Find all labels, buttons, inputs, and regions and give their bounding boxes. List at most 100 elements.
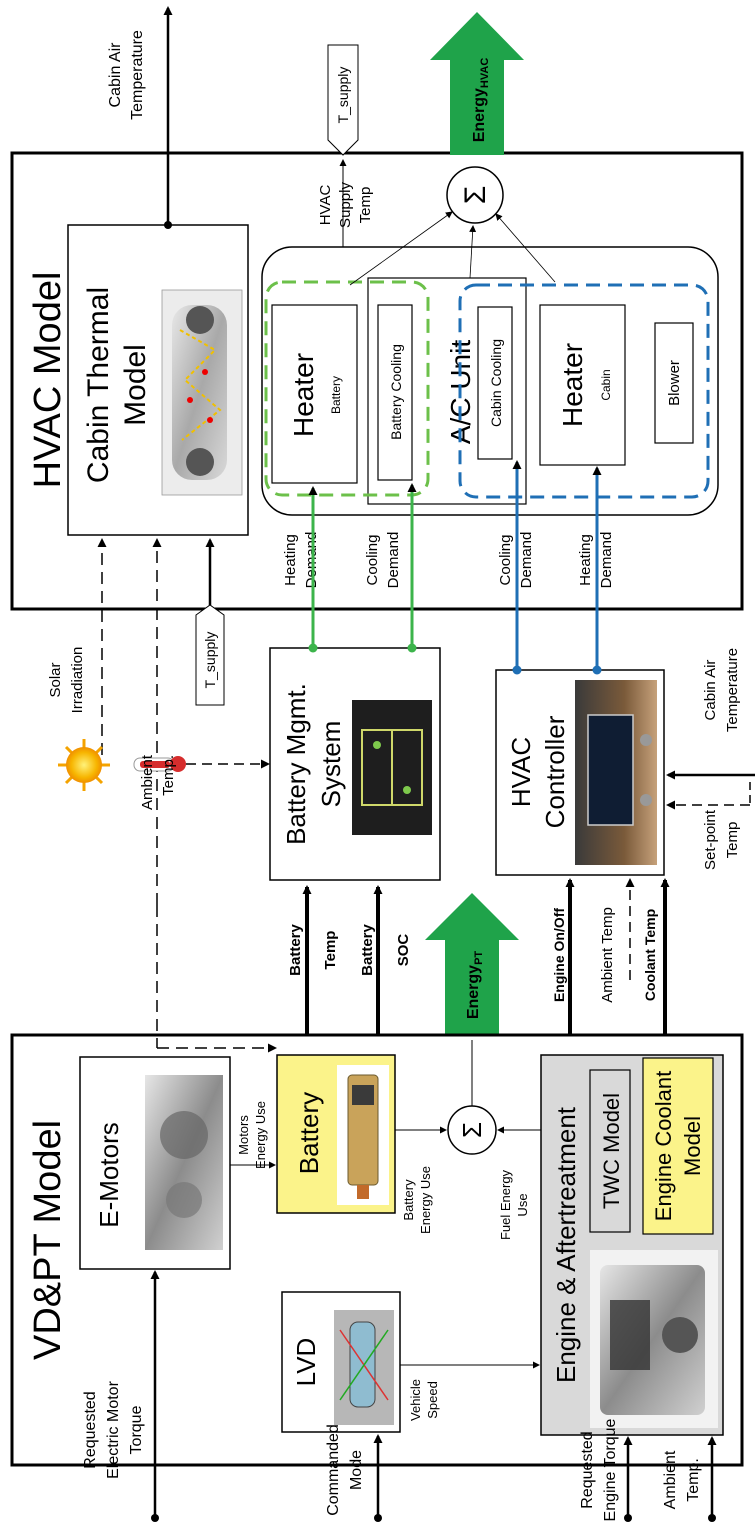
energy-pt-main: Energy xyxy=(465,965,482,1019)
twc-model-label: TWC Model xyxy=(599,1093,624,1209)
svg-text:Solar: Solar xyxy=(47,662,64,697)
bms-image xyxy=(352,700,432,835)
heater-cabin-sub: Cabin xyxy=(599,369,613,400)
svg-text:Electric Motor: Electric Motor xyxy=(105,1380,122,1478)
motors-energy-label: Motors Energy Use xyxy=(236,1101,268,1169)
battery-cooling[interactable]: Battery Cooling xyxy=(377,304,413,481)
heater-cabin[interactable]: Heater Cabin xyxy=(539,304,626,466)
engine-torque-label: Requested Engine Torque xyxy=(579,1418,619,1521)
cooling-demand-cabin-label: Cooling Demand xyxy=(497,532,535,589)
engine-coolant-title-1: Engine Coolant xyxy=(651,1071,676,1221)
engine-aftertreatment-box[interactable]: Engine & Aftertreatment TWC Model Engine… xyxy=(540,1054,724,1436)
svg-text:Motors: Motors xyxy=(236,1115,251,1155)
svg-text:Engine Torque: Engine Torque xyxy=(602,1418,619,1521)
svg-text:Temp.: Temp. xyxy=(160,755,177,796)
hvac-supply-temp-label: HVAC Supply Temp xyxy=(317,182,374,228)
e-motors-box[interactable]: E-Motors xyxy=(79,1056,231,1270)
svg-text:Battery: Battery xyxy=(401,1179,416,1221)
engine-coolant-title-2: Model xyxy=(680,1116,705,1176)
t-supply-tag-mid: T_supply xyxy=(195,604,225,706)
pt-sum-symbol: Σ xyxy=(457,1122,487,1138)
ambient-temp-mid-label: Ambient Temp. xyxy=(139,754,177,810)
svg-text:Mode: Mode xyxy=(348,1450,365,1490)
cabin-thermal-dashed xyxy=(458,283,710,499)
svg-text:T_supply: T_supply xyxy=(202,632,218,689)
hvac-controller[interactable]: HVAC Controller xyxy=(495,669,665,876)
energy-hvac-main: Energy xyxy=(471,88,488,142)
svg-text:Battery: Battery xyxy=(287,923,304,975)
svg-text:Requested: Requested xyxy=(82,1391,99,1468)
energy-pt-arrow: EnergyPT xyxy=(425,893,519,1035)
energy-hvac-sub: HVAC xyxy=(479,58,491,88)
svg-text:Heating: Heating xyxy=(282,534,299,586)
blower[interactable]: Blower xyxy=(654,322,694,444)
cabin-thermal-model[interactable]: Cabin Thermal Model xyxy=(67,224,249,536)
motor-torque-label: Requested Electric Motor Torque xyxy=(82,1380,145,1478)
svg-text:Temp.: Temp. xyxy=(685,1458,702,1502)
svg-text:Heating: Heating xyxy=(577,534,594,586)
svg-text:EnergyHVAC: EnergyHVAC xyxy=(471,58,491,143)
svg-text:Set-point: Set-point xyxy=(702,809,719,870)
svg-text:Ambient: Ambient xyxy=(139,754,156,810)
cabin-air-temp-top-label: Cabin Air Temperature xyxy=(107,30,146,120)
thermometer-icon xyxy=(133,756,186,772)
battery-label: Battery xyxy=(294,1092,324,1174)
svg-text:Cabin Air: Cabin Air xyxy=(702,660,719,721)
battery-thermal-dashed xyxy=(264,280,430,497)
svg-text:Cabin Air: Cabin Air xyxy=(107,42,124,108)
heater-to-sum-line xyxy=(349,211,453,286)
cabin-cooling[interactable]: Cabin Cooling xyxy=(477,306,513,460)
svg-text:Temperature: Temperature xyxy=(129,30,146,120)
cabin-air-temp-right-label: Cabin Air Temperature xyxy=(702,648,741,732)
setpoint-temp-label: Set-point Temp xyxy=(702,809,741,870)
lvd-label: LVD xyxy=(291,1338,321,1387)
energy-hvac-arrow: EnergyHVAC xyxy=(430,12,524,155)
ac-to-sum-line xyxy=(469,225,477,279)
hvac-model-title: HVAC Model xyxy=(27,272,69,489)
heater-battery[interactable]: Heater Battery xyxy=(271,304,358,484)
e-motors-image xyxy=(145,1075,223,1250)
svg-text:T_supply: T_supply xyxy=(335,67,351,124)
vehicle-speed-label: Vehicle Speed xyxy=(408,1379,440,1421)
cabin-thermal-title-2: Model xyxy=(119,344,152,426)
battery-mgmt-system[interactable]: Battery Mgmt. System xyxy=(269,647,441,881)
svg-text:Energy Use: Energy Use xyxy=(253,1101,268,1169)
svg-text:Demand: Demand xyxy=(598,532,615,589)
svg-text:Ambient: Ambient xyxy=(662,1450,679,1509)
energy-pt-sub: PT xyxy=(473,951,485,965)
ambient-temp-ctrl-label: Ambient Temp xyxy=(599,907,616,1003)
twc-model[interactable]: TWC Model xyxy=(589,1069,631,1233)
vdpt-model-title: VD&PT Model xyxy=(27,1120,69,1360)
sun-icon xyxy=(58,739,110,791)
engine-coolant-model[interactable]: Engine Coolant Model xyxy=(642,1057,714,1235)
commanded-mode-label: Commanded Mode xyxy=(325,1424,365,1516)
svg-text:Use: Use xyxy=(515,1193,530,1216)
hvac-controller-title-2: Controller xyxy=(540,715,570,828)
engine-onoff-label: Engine On/Off xyxy=(551,908,567,1002)
e-motors-label: E-Motors xyxy=(94,1122,124,1227)
hvac-controller-image xyxy=(575,680,657,865)
coolant-temp-label: Coolant Temp xyxy=(642,909,658,1001)
hvac-sum-symbol: Σ xyxy=(459,186,492,205)
heater-battery-label: Heater xyxy=(288,353,319,437)
cooling-demand-battery-label: Cooling Demand xyxy=(364,532,402,589)
cabin-thermal-title-1: Cabin Thermal xyxy=(82,287,115,483)
engine-aftertreatment-label: Engine & Aftertreatment xyxy=(551,1106,581,1383)
svg-text:Battery: Battery xyxy=(359,923,376,975)
cabin-cooling-label: Cabin Cooling xyxy=(488,339,504,427)
battery-box[interactable]: Battery xyxy=(276,1054,396,1214)
svg-text:Cooling: Cooling xyxy=(497,535,514,586)
battery-pack-image xyxy=(337,1065,389,1205)
svg-text:Demand: Demand xyxy=(385,532,402,589)
svg-text:SOC: SOC xyxy=(395,934,412,967)
svg-text:Irradiation: Irradiation xyxy=(69,647,86,714)
hvac-controller-title-1: HVAC xyxy=(506,737,536,807)
battery-cooling-label: Battery Cooling xyxy=(388,344,404,440)
battery-soc-label: Battery SOC xyxy=(359,923,412,975)
svg-text:EnergyPT: EnergyPT xyxy=(465,951,485,1020)
lvd-box[interactable]: LVD xyxy=(281,1291,401,1433)
cabin-car-image xyxy=(161,289,243,496)
svg-text:Temp: Temp xyxy=(322,931,339,970)
fuel-energy-label: Fuel Energy Use xyxy=(498,1169,530,1240)
